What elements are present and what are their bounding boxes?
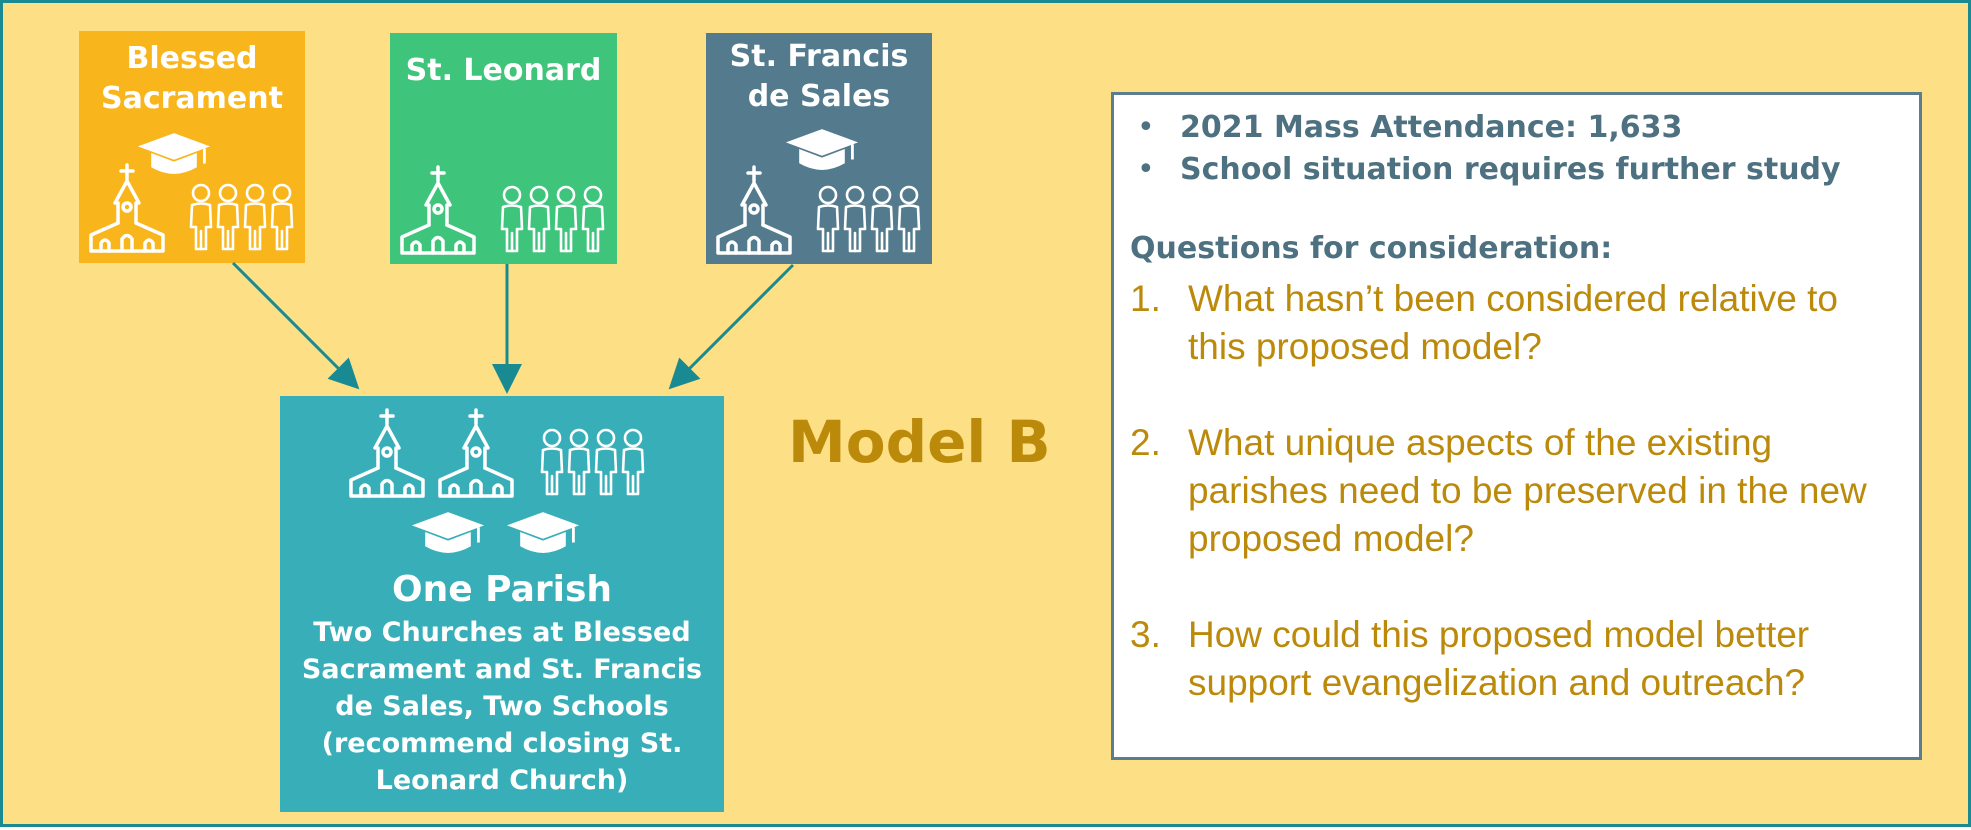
arrow-francis-to-parish [668,263,795,390]
one-parish-box: One Parish Two Churches at Blessed Sacra… [280,396,724,812]
bullet-item: •2021 Mass Attendance: 1,633 [1130,107,1841,149]
graduation-cap-icon [410,510,486,556]
arrow-blessed-to-parish [231,261,360,390]
merge-arrows [231,261,795,394]
bullet-item: •School situation requires further study [1130,149,1841,191]
question-item: 1.What hasn’t been considered relative t… [1130,278,1838,367]
parish-box-st-leonard: St. Leonard [390,33,617,264]
people-group-icon [538,428,648,498]
questions-list: 1.What hasn’t been considered relative t… [1130,275,1905,707]
question-item: 2.What unique aspects of the existing pa… [1130,422,1867,559]
parish-box-st-francis-de-sales: St. Francis de Sales [706,33,932,264]
merged-parish-title: One Parish [391,569,613,610]
church-icon [347,408,427,498]
parish-name: St. Leonard [405,53,602,88]
bullet-dot-icon: • [1137,152,1155,187]
questions-heading: Questions for consideration: [1130,231,1613,266]
graduation-cap-icon [505,510,581,556]
church-icon [436,408,516,498]
attendance-bullets: •2021 Mass Attendance: 1,633 •School sit… [1130,107,1841,191]
bullet-dot-icon: • [1137,110,1155,145]
parish-name: St. Francis de Sales [729,39,909,114]
parish-box-blessed-sacrament: Blessed Sacrament [79,31,305,263]
question-item: 3.How could this proposed model better s… [1130,614,1810,703]
model-label: Model B [788,408,1051,476]
parish-name: Blessed Sacrament [101,41,283,116]
info-panel: •2021 Mass Attendance: 1,633 •School sit… [1111,92,1922,760]
merged-parish-description: Two Churches at Blessed Sacrament and St… [301,617,703,796]
